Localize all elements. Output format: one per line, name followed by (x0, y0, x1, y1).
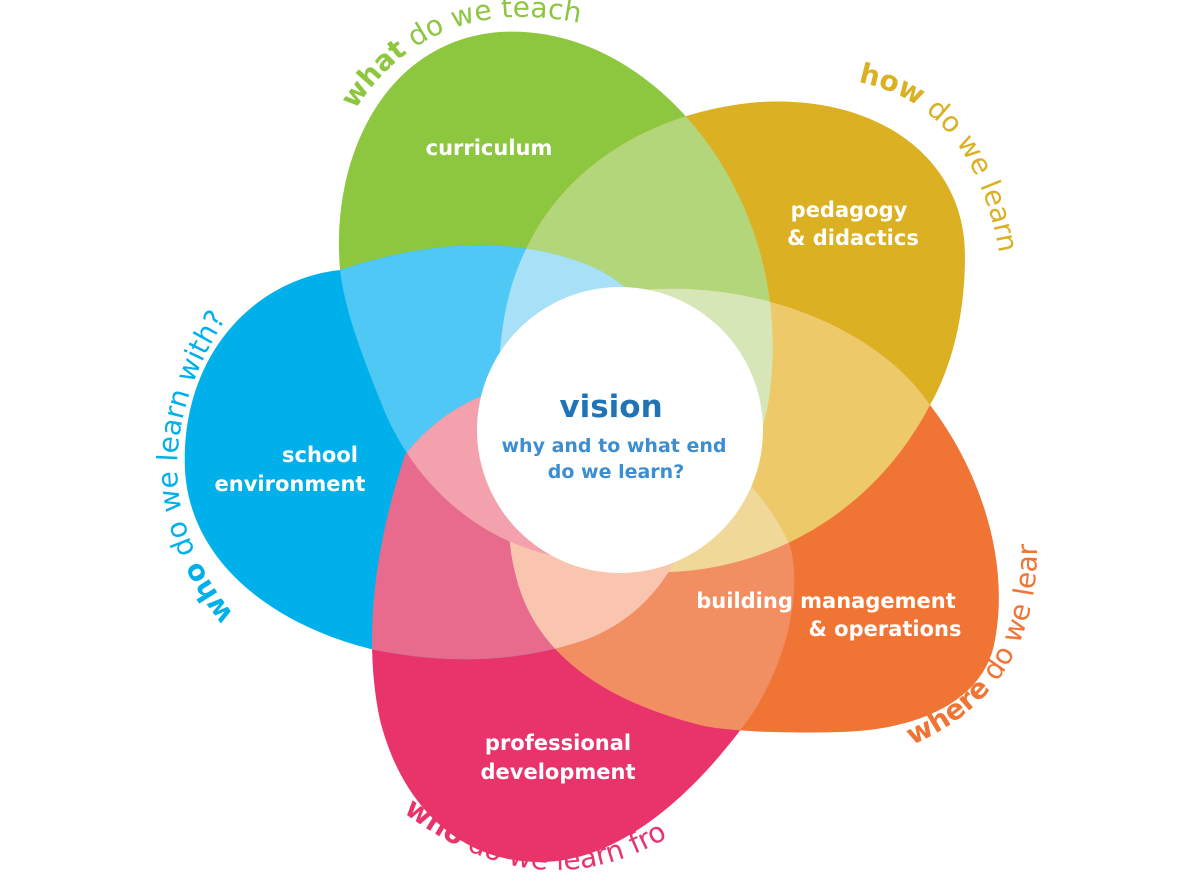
label-curriculum: curriculum (426, 136, 553, 160)
label-professional-line1: professional (485, 731, 631, 755)
label-school-line1: school (282, 443, 358, 467)
label-building-line1: building management (696, 589, 955, 613)
vision-title: vision (559, 389, 662, 425)
label-school-line2: environment (215, 472, 366, 496)
question-how-strong: how (856, 57, 930, 112)
label-pedagogy-line1: pedagogy (791, 198, 908, 222)
label-pedagogy-line2: & didactics (787, 226, 919, 250)
label-professional-line2: development (481, 760, 636, 784)
label-building-line2: & operations (809, 617, 962, 641)
vision-subtitle-line1: why and to what end (501, 435, 726, 457)
vision-subtitle-line2: do we learn? (548, 461, 684, 483)
vision-center (477, 287, 763, 573)
